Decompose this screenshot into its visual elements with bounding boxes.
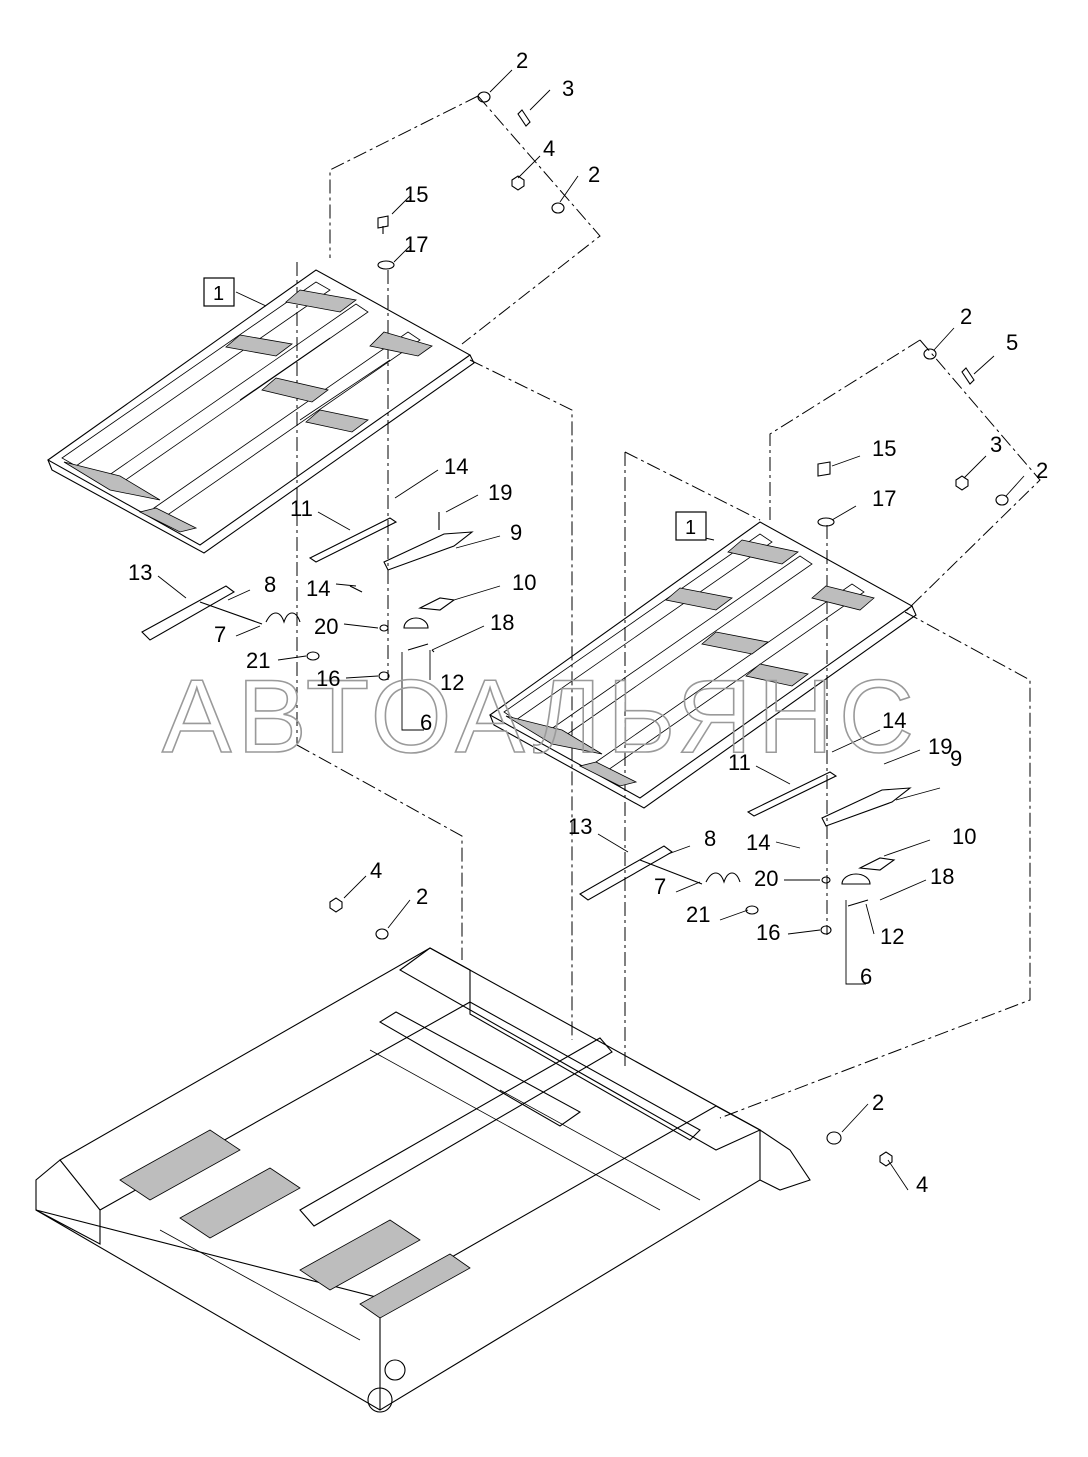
callout-19: 19 bbox=[928, 734, 952, 759]
callout-12: 12 bbox=[880, 924, 904, 949]
callout-2: 2 bbox=[516, 48, 528, 73]
callout-15: 15 bbox=[404, 182, 428, 207]
assembly-tag-left-label: 1 bbox=[213, 283, 224, 305]
callout-11: 11 bbox=[290, 496, 313, 521]
callout-6: 6 bbox=[860, 964, 872, 989]
callout-7: 7 bbox=[214, 622, 226, 647]
watermark: АВТОАЛЬЯНС bbox=[162, 659, 920, 775]
callout-20: 20 bbox=[314, 614, 338, 639]
callout-17: 17 bbox=[872, 486, 896, 511]
callout-2: 2 bbox=[588, 162, 600, 187]
callout-5: 5 bbox=[1006, 330, 1018, 355]
callout-6: 6 bbox=[420, 710, 432, 735]
callout-2: 2 bbox=[960, 304, 972, 329]
callout-14: 14 bbox=[746, 830, 770, 855]
callout-13: 13 bbox=[128, 560, 152, 585]
callout-19: 19 bbox=[488, 480, 512, 505]
callout-7: 7 bbox=[654, 874, 666, 899]
callout-18: 18 bbox=[930, 864, 954, 889]
callout-9: 9 bbox=[950, 746, 962, 771]
callouts-right: 2 5 15 3 2 17 14 19 11 9 13 8 14 10 20 1… bbox=[568, 304, 1048, 989]
callout-11: 11 bbox=[728, 750, 751, 775]
leader-lines bbox=[157, 69, 1025, 1191]
callout-17: 17 bbox=[404, 232, 428, 257]
assembly-tag-right-label: 1 bbox=[685, 517, 696, 539]
callout-21: 21 bbox=[686, 902, 710, 927]
callout-16: 16 bbox=[756, 920, 780, 945]
callout-21: 21 bbox=[246, 648, 270, 673]
callout-4: 4 bbox=[916, 1172, 928, 1197]
callout-3: 3 bbox=[562, 76, 574, 101]
assembly-tag-right: 1 bbox=[675, 511, 707, 541]
callout-4: 4 bbox=[543, 136, 555, 161]
right-small-parts bbox=[579, 348, 1009, 935]
callout-14: 14 bbox=[306, 576, 330, 601]
callout-16: 16 bbox=[316, 666, 340, 691]
callout-18: 18 bbox=[490, 610, 514, 635]
callout-12: 12 bbox=[440, 670, 464, 695]
callout-4: 4 bbox=[370, 858, 382, 883]
callout-2: 2 bbox=[1036, 458, 1048, 483]
callout-3: 3 bbox=[990, 432, 1002, 457]
callout-13: 13 bbox=[568, 814, 592, 839]
right-sieve-panel bbox=[488, 521, 917, 809]
assembly-tag-left: 1 bbox=[203, 277, 235, 307]
callout-15: 15 bbox=[872, 436, 896, 461]
callout-8: 8 bbox=[264, 572, 276, 597]
callout-20: 20 bbox=[754, 866, 778, 891]
left-sieve-panel bbox=[46, 269, 475, 554]
callout-8: 8 bbox=[704, 826, 716, 851]
callout-14: 14 bbox=[444, 454, 468, 479]
main-frame bbox=[35, 897, 893, 1413]
callouts-frame: 4 2 2 4 bbox=[370, 858, 928, 1197]
callouts-left: 2 3 4 2 15 17 14 19 11 9 13 8 14 10 20 1… bbox=[128, 48, 600, 735]
callout-2: 2 bbox=[872, 1090, 884, 1115]
callout-9: 9 bbox=[510, 520, 522, 545]
callout-10: 10 bbox=[952, 824, 976, 849]
callout-2: 2 bbox=[416, 884, 428, 909]
callout-14: 14 bbox=[882, 708, 906, 733]
callout-10: 10 bbox=[512, 570, 536, 595]
